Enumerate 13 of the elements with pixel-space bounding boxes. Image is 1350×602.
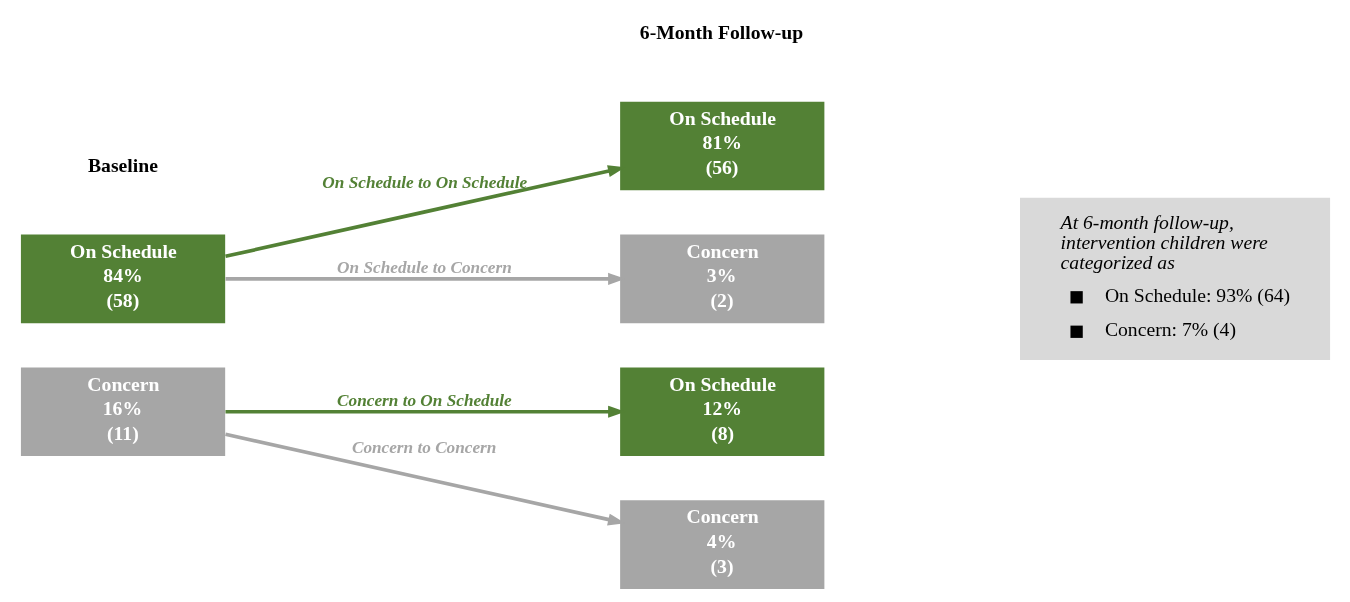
node-box: Concern 4% (3) xyxy=(619,500,824,589)
node-box: At 6-month follow-up, intervention children were categorized as On Schedule: 93% (64) Concern: 7% (4) xyxy=(1019,197,1330,361)
edge-label: On Schedule to On Schedule xyxy=(321,173,527,193)
node-box: On Schedule 12% (8) xyxy=(619,367,824,457)
edge-label: On Schedule to Concern xyxy=(336,257,512,277)
node-box: Concern 16% (11) xyxy=(20,367,225,457)
label: Baseline xyxy=(87,153,158,176)
edge-label: Concern to On Schedule xyxy=(336,390,512,410)
node-box: On Schedule 84% (58) xyxy=(20,234,225,324)
node-box: Concern 3% (2) xyxy=(619,234,824,324)
edge-label: Concern to Concern xyxy=(351,437,496,457)
label: 6-Month Follow-up xyxy=(639,20,803,43)
node-box: On Schedule 81% (56) xyxy=(619,101,824,191)
